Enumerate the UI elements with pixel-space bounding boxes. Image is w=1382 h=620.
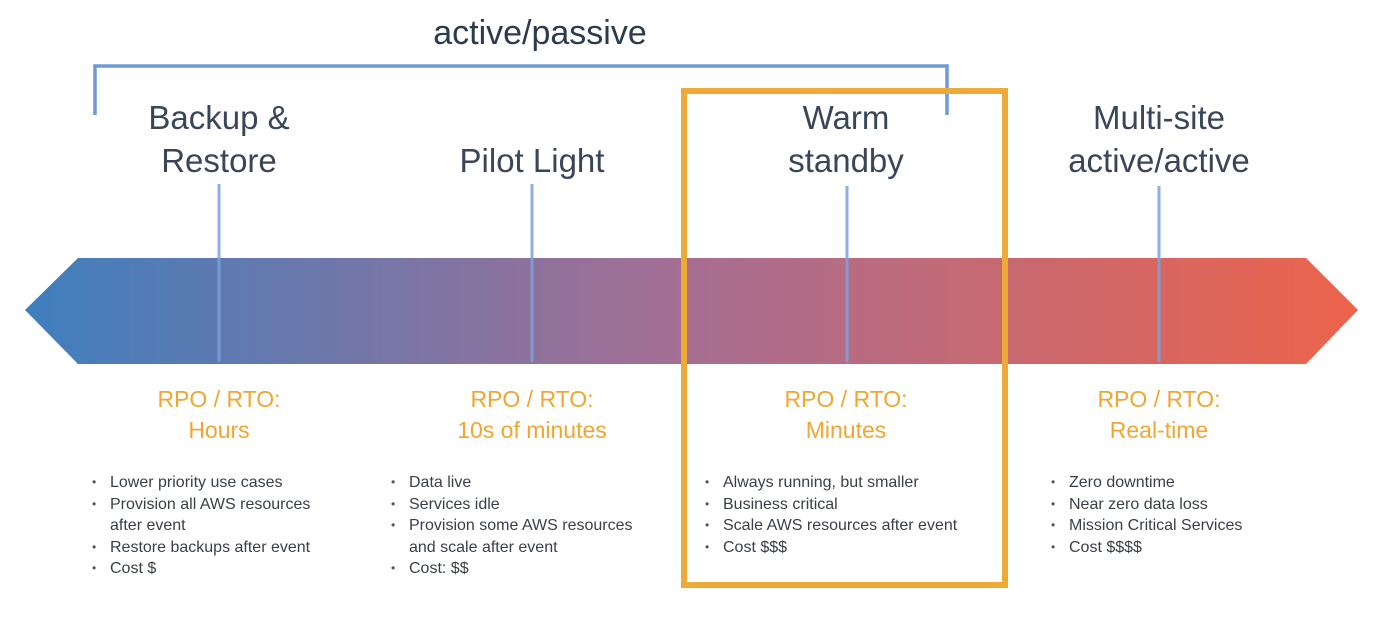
strategy-name-line2: standby (788, 142, 904, 179)
bullet-item-continuation: and scale after event (409, 538, 558, 556)
bullet-item: Mission Critical Services (1051, 515, 1242, 537)
strategy-name-line2: Pilot Light (459, 142, 605, 179)
metric-label: RPO / RTO: (470, 386, 594, 412)
metric-value: Hours (188, 417, 250, 443)
bullet-item: Zero downtime (1051, 472, 1242, 494)
metric-pilot-light: RPO / RTO: 10s of minutes (372, 384, 692, 446)
strategy-name-line2: Restore (161, 142, 277, 179)
strategy-multi-site-title: Multi-site active/active (989, 96, 1329, 182)
bullet-item: Data live (391, 472, 632, 494)
metric-backup-restore: RPO / RTO: Hours (59, 384, 379, 446)
metric-value: Minutes (805, 417, 887, 443)
bullet-item-continuation: after event (110, 517, 186, 534)
strategy-warm-standby-title: Warm standby (676, 96, 1016, 182)
bullet-item: Services idle (391, 494, 632, 516)
bullet-item: Near zero data loss (1051, 494, 1242, 516)
bullet-item: Always running, but smaller (705, 472, 957, 494)
timeline-arrow (25, 258, 1358, 364)
highlight-box (681, 88, 1008, 588)
bullet-item: Cost: $$ (391, 558, 632, 580)
strategy-pilot-light-title: Pilot Light (362, 139, 702, 182)
bullet-item: Provision some AWS resources (391, 515, 633, 537)
bullet-item: Lower priority use cases (92, 472, 310, 494)
metric-value: 10s of minutes (457, 417, 607, 443)
strategy-name-line2: active/active (1068, 142, 1250, 179)
bullets-backup-restore: Lower priority use cases Provision all A… (88, 472, 310, 580)
active-passive-label: active/passive (433, 14, 647, 52)
bullet-item: Cost $$$$ (1051, 537, 1242, 559)
metric-warm-standby: RPO / RTO: Minutes (686, 384, 1006, 446)
bullet-item: Cost $ (92, 558, 310, 580)
strategy-name-line1: Warm (802, 99, 890, 136)
bullet-item: Business critical (705, 494, 957, 516)
strategy-name-line1: Multi-site (1092, 99, 1226, 136)
strategy-backup-restore-title: Backup & Restore (49, 96, 389, 182)
strategy-name-line1: Backup & (148, 99, 290, 136)
bullet-item: Provision all AWS resources (92, 494, 310, 516)
metric-value: Real-time (1109, 417, 1209, 443)
metric-label: RPO / RTO: (784, 386, 908, 412)
metric-label: RPO / RTO: (157, 386, 281, 412)
metric-multi-site: RPO / RTO: Real-time (999, 384, 1319, 446)
bullets-warm-standby: Always running, but smaller Business cri… (701, 472, 957, 558)
bullets-multi-site: Zero downtime Near zero data loss Missio… (1047, 472, 1242, 558)
bullet-item: Scale AWS resources after event (705, 515, 957, 537)
bullet-item: Restore backups after event (92, 537, 310, 559)
metric-label: RPO / RTO: (1097, 386, 1221, 412)
bullets-pilot-light: Data live Services idle Provision some A… (387, 472, 633, 580)
bullet-item: Cost $$$ (705, 537, 957, 559)
